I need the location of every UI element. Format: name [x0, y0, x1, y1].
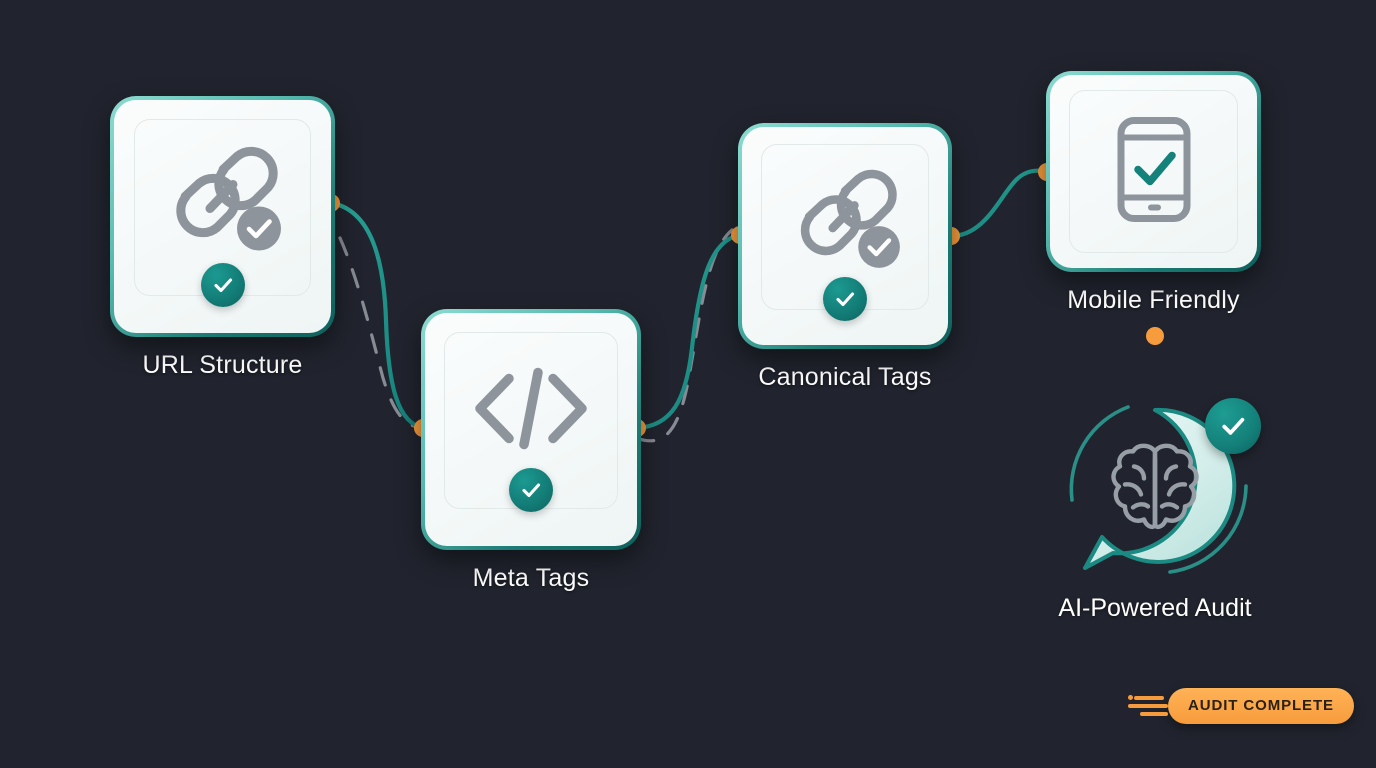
- link-icon: [788, 167, 902, 278]
- node-url-structure[interactable]: URL Structure: [110, 96, 335, 380]
- connector-meta-to-canonical: [634, 232, 743, 431]
- speed-lines-icon: [1128, 689, 1174, 723]
- node-mobile-friendly[interactable]: Mobile Friendly: [1046, 71, 1261, 315]
- status-check-icon: [509, 468, 553, 512]
- node-ai-powered-audit[interactable]: AI-Powered Audit: [1055, 398, 1261, 623]
- connector-meta-to-canonical-ghost: [634, 228, 734, 443]
- connector-url-to-meta: [328, 200, 427, 431]
- link-icon: [163, 144, 283, 261]
- connector-url-to-meta-ghost: [322, 206, 424, 430]
- node-label-url-structure: URL Structure: [142, 351, 303, 379]
- status-check-icon: [1205, 398, 1261, 454]
- code-brackets-icon: [467, 362, 595, 459]
- node-label-ai-powered-audit: AI-Powered Audit: [1058, 594, 1252, 622]
- connector-canonical-to-mobile: [948, 168, 1049, 239]
- brain-icon: [1103, 439, 1207, 542]
- ai-arc-left-icon: [1069, 405, 1130, 502]
- card-mobile-friendly[interactable]: [1046, 71, 1261, 272]
- audit-complete-label[interactable]: AUDIT COMPLETE: [1168, 688, 1354, 724]
- card-inner-frame: [1068, 90, 1239, 253]
- ai-arc-right-icon: [1168, 484, 1248, 574]
- node-label-meta-tags: Meta Tags: [472, 564, 590, 592]
- mobile-phone-check-icon: [1115, 115, 1193, 228]
- card-canonical-tags[interactable]: [738, 123, 952, 349]
- card-url-structure[interactable]: [110, 96, 335, 337]
- node-canonical-tags[interactable]: Canonical Tags: [738, 123, 952, 392]
- card-meta-tags[interactable]: [421, 309, 641, 550]
- node-label-canonical-tags: Canonical Tags: [758, 363, 932, 391]
- connector-dot: [1146, 327, 1164, 345]
- node-meta-tags[interactable]: Meta Tags: [421, 309, 641, 593]
- status-check-icon: [200, 263, 245, 307]
- node-label-mobile-friendly: Mobile Friendly: [1067, 286, 1240, 314]
- audit-complete-badge[interactable]: AUDIT COMPLETE: [1128, 688, 1354, 724]
- status-check-icon: [823, 277, 867, 321]
